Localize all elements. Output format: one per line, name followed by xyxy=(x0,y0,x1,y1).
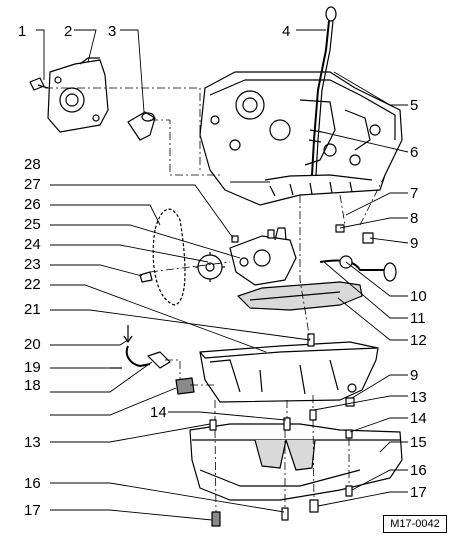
callout-27: 27 xyxy=(24,176,41,193)
leader-lines xyxy=(36,29,409,521)
callout-14-left: 14 xyxy=(150,404,167,421)
callout-5: 5 xyxy=(410,97,418,114)
callout-18: 18 xyxy=(24,377,41,394)
oil-pump xyxy=(229,227,297,286)
callout-9: 9 xyxy=(410,235,418,252)
callout-13-right: 13 xyxy=(410,389,427,406)
callout-1: 1 xyxy=(18,23,26,40)
front-cover xyxy=(47,57,109,133)
callout-16-left: 16 xyxy=(24,475,41,492)
callout-9-lower: 9 xyxy=(410,367,418,384)
callouts: 1 2 3 4 5 6 7 8 9 10 11 12 13 14 15 16 1… xyxy=(18,23,427,519)
callout-17-right: 17 xyxy=(410,484,427,501)
dipstick-tube xyxy=(308,6,337,176)
plug-18 xyxy=(175,377,195,395)
callout-22: 22 xyxy=(24,276,41,293)
figure-reference-label: M17-0042 xyxy=(383,515,447,533)
engine-block xyxy=(199,71,403,206)
callout-14-right: 14 xyxy=(410,410,427,427)
callout-23: 23 xyxy=(24,256,41,273)
callout-4: 4 xyxy=(282,23,290,40)
callout-11: 11 xyxy=(410,310,426,327)
callout-8: 8 xyxy=(410,210,418,227)
callout-10: 10 xyxy=(410,288,427,305)
callout-15: 15 xyxy=(410,434,427,451)
callout-13-left: 13 xyxy=(24,434,41,451)
assembly-lines xyxy=(45,87,386,513)
bolt-1 xyxy=(29,77,49,91)
lower-oil-pan xyxy=(189,423,403,501)
sensor-19 xyxy=(110,325,171,369)
callout-21: 21 xyxy=(24,301,41,318)
tensioner-3 xyxy=(127,111,156,141)
callout-25: 25 xyxy=(24,216,41,233)
callout-7: 7 xyxy=(410,185,418,202)
callout-24: 24 xyxy=(24,236,41,253)
callout-17-left: 17 xyxy=(24,502,41,519)
sprocket xyxy=(195,252,225,282)
callout-12: 12 xyxy=(410,332,427,349)
baffle-plate xyxy=(237,281,363,311)
callout-16-right: 16 xyxy=(410,462,427,479)
callout-20: 20 xyxy=(24,336,41,353)
callout-19: 19 xyxy=(24,359,41,376)
callout-26: 26 xyxy=(24,196,41,213)
callout-2: 2 xyxy=(64,23,72,40)
upper-oil-pan xyxy=(199,341,379,403)
callout-28: 28 xyxy=(24,156,41,173)
callout-3: 3 xyxy=(108,23,116,40)
suction-pipe xyxy=(319,255,397,282)
callout-6: 6 xyxy=(410,144,418,161)
